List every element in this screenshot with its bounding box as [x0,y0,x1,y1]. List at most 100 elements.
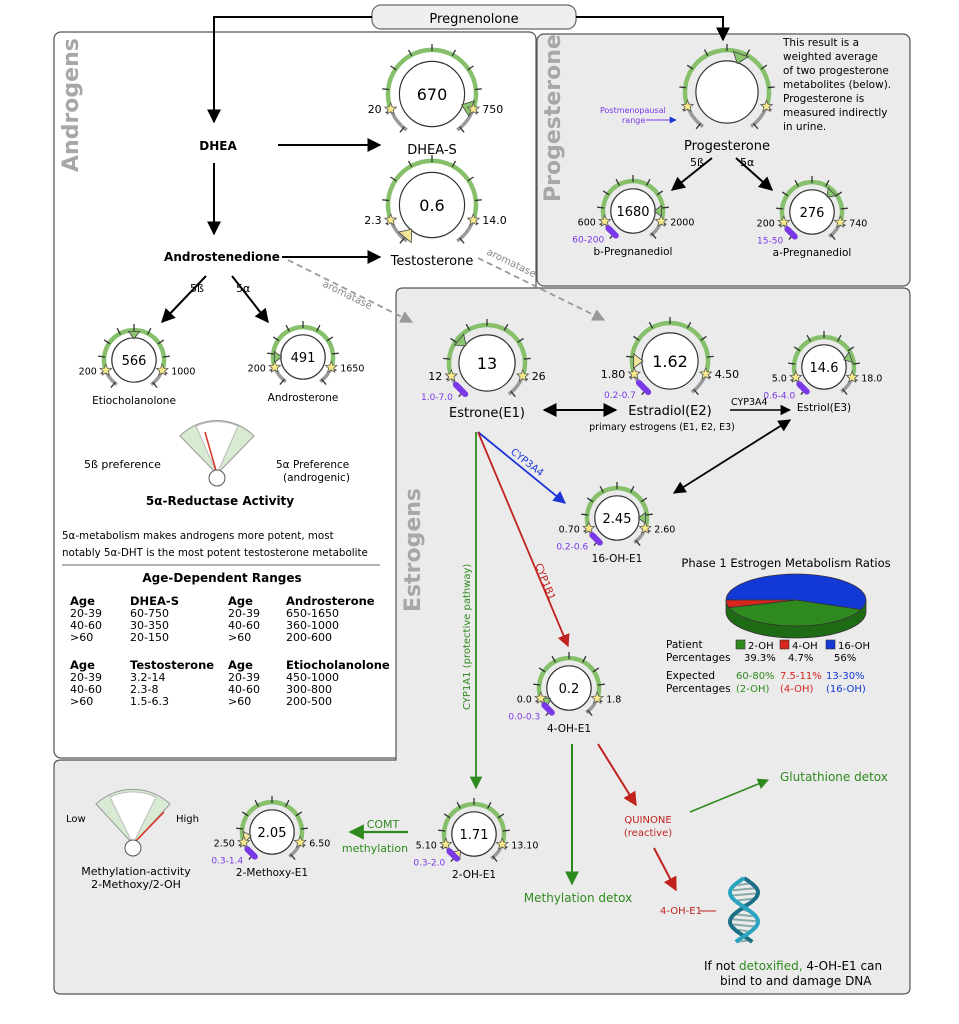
gauge-tick [290,853,296,861]
gauge-tick [456,801,461,809]
legend-patient: 56% [834,653,856,664]
gauge-tick [703,49,709,57]
age-table-header: Etiocholanolone [286,658,390,672]
dna-rung [733,923,755,928]
gauge-tick [382,199,390,202]
dna-4oh-label: 4-OH-E1 [660,906,702,917]
gauge-tick [581,513,589,516]
gauge-tick [635,539,641,547]
dna-note-line-1: If not detoxified, 4-OH-E1 can [704,959,882,973]
gauge-ref-bar [784,226,798,240]
gauge-tick [399,237,405,244]
star-icon [833,215,847,228]
gauge-face [249,809,295,855]
gauge-tick [152,381,158,389]
star-icon [324,360,338,373]
gauge-tick [599,485,604,493]
gauge-tick [382,88,390,91]
legend-name: 16-OH [838,641,870,652]
gauge-name-label: 16-OH-E1 [592,553,643,565]
gauge-ref-label: 0.2-0.7 [604,391,636,401]
age-table-cell: 40-60 [70,619,102,632]
gauge-ref-label: 60-200 [572,235,604,245]
gauge-name-label: 4-OH-E1 [547,723,591,735]
gauge-name-label: Testosterone [390,254,474,269]
androgens-section-title: Androgens [59,38,84,172]
gauge-marker [653,204,662,218]
arrow-progesterone-a-pregnanediol [735,157,774,191]
gauge-high-label: 2.60 [654,524,675,535]
age-table-header: Age [228,658,253,672]
age-table-cell: 60-750 [130,607,169,620]
gauge-ref-label: 0.3-1.4 [211,856,243,866]
gauge-tick [157,339,165,345]
gauge-high-label: 2000 [670,217,694,228]
legend-expected-sub: (4-OH) [780,684,814,695]
expected-label-2: Percentages [666,683,731,695]
gauge-name-label: DHEA-S [407,143,457,158]
age-table-cell: 20-39 [70,607,102,620]
gauge-low-label: 20 [368,103,382,116]
legend-name: 4-OH [792,641,818,652]
age-table-cell: >60 [70,695,93,708]
gauge-tick [285,324,290,332]
gauge-tick [646,178,651,186]
legend-expected: 60-80% [736,671,775,682]
gauge-name-label: 2-OH-E1 [452,869,496,881]
dna-rung [734,897,754,902]
gauge-face [398,171,466,239]
gauge-tick [321,378,327,386]
gauge-high-label: 740 [849,218,867,229]
age-table-cell: 20-39 [228,607,260,620]
star-icon [534,691,548,704]
dna-rung [732,918,756,923]
gauge-tick [760,64,768,70]
age-table-cell: 40-60 [228,683,260,696]
gauge-tick [517,337,524,343]
gauge-tick [835,191,843,197]
gauge-tick [830,233,836,241]
methylation-arrow-label: methylation [342,842,408,855]
gauge-tick [443,357,451,360]
star-icon [777,215,791,228]
gauge-tick [451,49,457,57]
star-icon [293,835,307,848]
methylation-title-2: 2-Methoxy/2-OH [91,878,181,891]
gauge-tick [272,336,280,342]
gauge-high-label: 14.0 [482,214,507,227]
star-icon [789,370,803,383]
pregnenolone-label: Pregnenolone [429,12,518,27]
reductase-desc-1: 5α-metabolism makes androgens more poten… [62,530,334,542]
gauge-tick [467,176,474,182]
gauge-face [789,189,835,235]
gauge-low-label: 600 [578,217,596,228]
age-table-cell: 1.5-6.3 [130,695,169,708]
arrow-5alpha-androsterone [231,275,269,324]
gauge-tick [752,122,759,130]
star-icon [155,363,169,376]
gauge-low-label: 0.0 [517,694,532,705]
gauge-marker [453,333,467,347]
progesterone-note-line: in urine. [783,121,826,133]
gauge-tick [551,655,556,663]
dna-note-line-2: bind to and damage DNA [720,974,872,988]
gauge-tick [794,179,799,187]
gauge-tick [651,232,657,240]
gauge-tick [459,126,465,133]
gauge-tick [776,207,784,210]
arrow-estrone-4oh [477,431,570,648]
gauge-tick [390,65,397,71]
cyp1a1-label: CYP1A1 (protective pathway) [462,564,473,710]
star-icon [638,521,652,534]
gauge-value: 566 [122,354,147,369]
dna-strand [727,876,761,944]
quinone-reactive-label: (reactive) [624,828,672,839]
gauge-tick [793,346,801,352]
age-table-cell: 2.3-8 [130,683,158,696]
dna-strand [727,876,761,944]
star-icon [237,835,251,848]
postmenopausal-label-2: range [622,116,645,125]
gauge-name-label: Progesterone [684,139,770,154]
gauge-tick [450,337,457,343]
